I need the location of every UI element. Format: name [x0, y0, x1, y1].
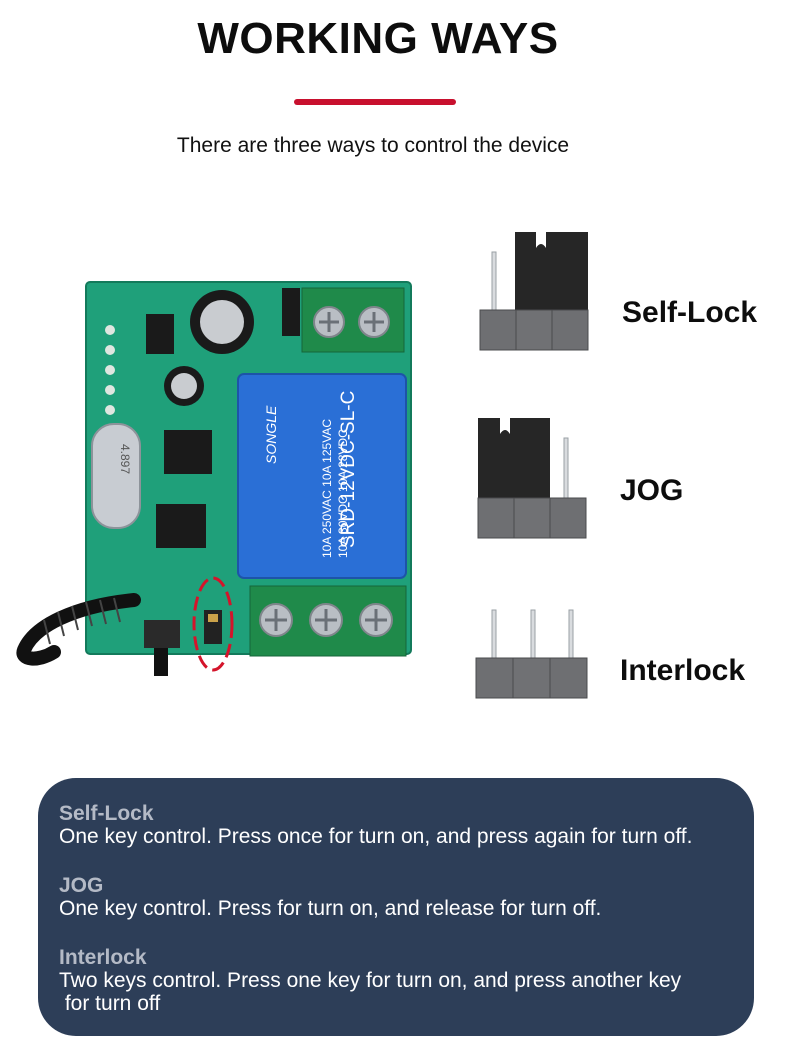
description-jog: JOG One key control. Press for turn on, … [59, 874, 601, 920]
relay-rating-1-text: 10A 250VAC 10A 125VAC [320, 419, 334, 558]
mode-label-interlock: Interlock [620, 654, 746, 687]
description-panel: Self-Lock One key control. Press once fo… [38, 778, 754, 1036]
title-underline [294, 99, 456, 105]
mode-label-self-lock: Self-Lock [622, 296, 758, 329]
description-interlock: Interlock Two keys control. Press one ke… [59, 946, 681, 1015]
description-text: One key control. Press once for turn on,… [59, 825, 693, 848]
mode-label-jog: JOG [620, 474, 684, 507]
page-subtitle: There are three ways to control the devi… [176, 134, 570, 157]
description-heading: Interlock [59, 946, 147, 969]
description-heading: JOG [59, 874, 104, 897]
relay-board-image: 4.897 SRD-12VDC-SL-C 10A 250VAC 10A 125V… [14, 268, 434, 688]
relay-brand-text: SONGLE [263, 405, 279, 464]
interlock-jumper-image [474, 606, 590, 700]
relay-rating-2-text: 10A 30VDC 10A 28VDC [336, 429, 350, 558]
jog-jumper-image [476, 414, 590, 540]
crystal-text: 4.897 [118, 444, 132, 474]
description-self-lock: Self-Lock One key control. Press once fo… [59, 802, 692, 848]
description-heading: Self-Lock [59, 802, 154, 825]
page-title: WORKING WAYS [197, 14, 559, 63]
relay-model-text: SRD-12VDC-SL-C [338, 391, 359, 548]
description-text: Two keys control. Press one key for turn… [59, 969, 682, 1015]
description-text: One key control. Press for turn on, and … [59, 897, 602, 920]
self-lock-jumper-image [478, 226, 590, 352]
